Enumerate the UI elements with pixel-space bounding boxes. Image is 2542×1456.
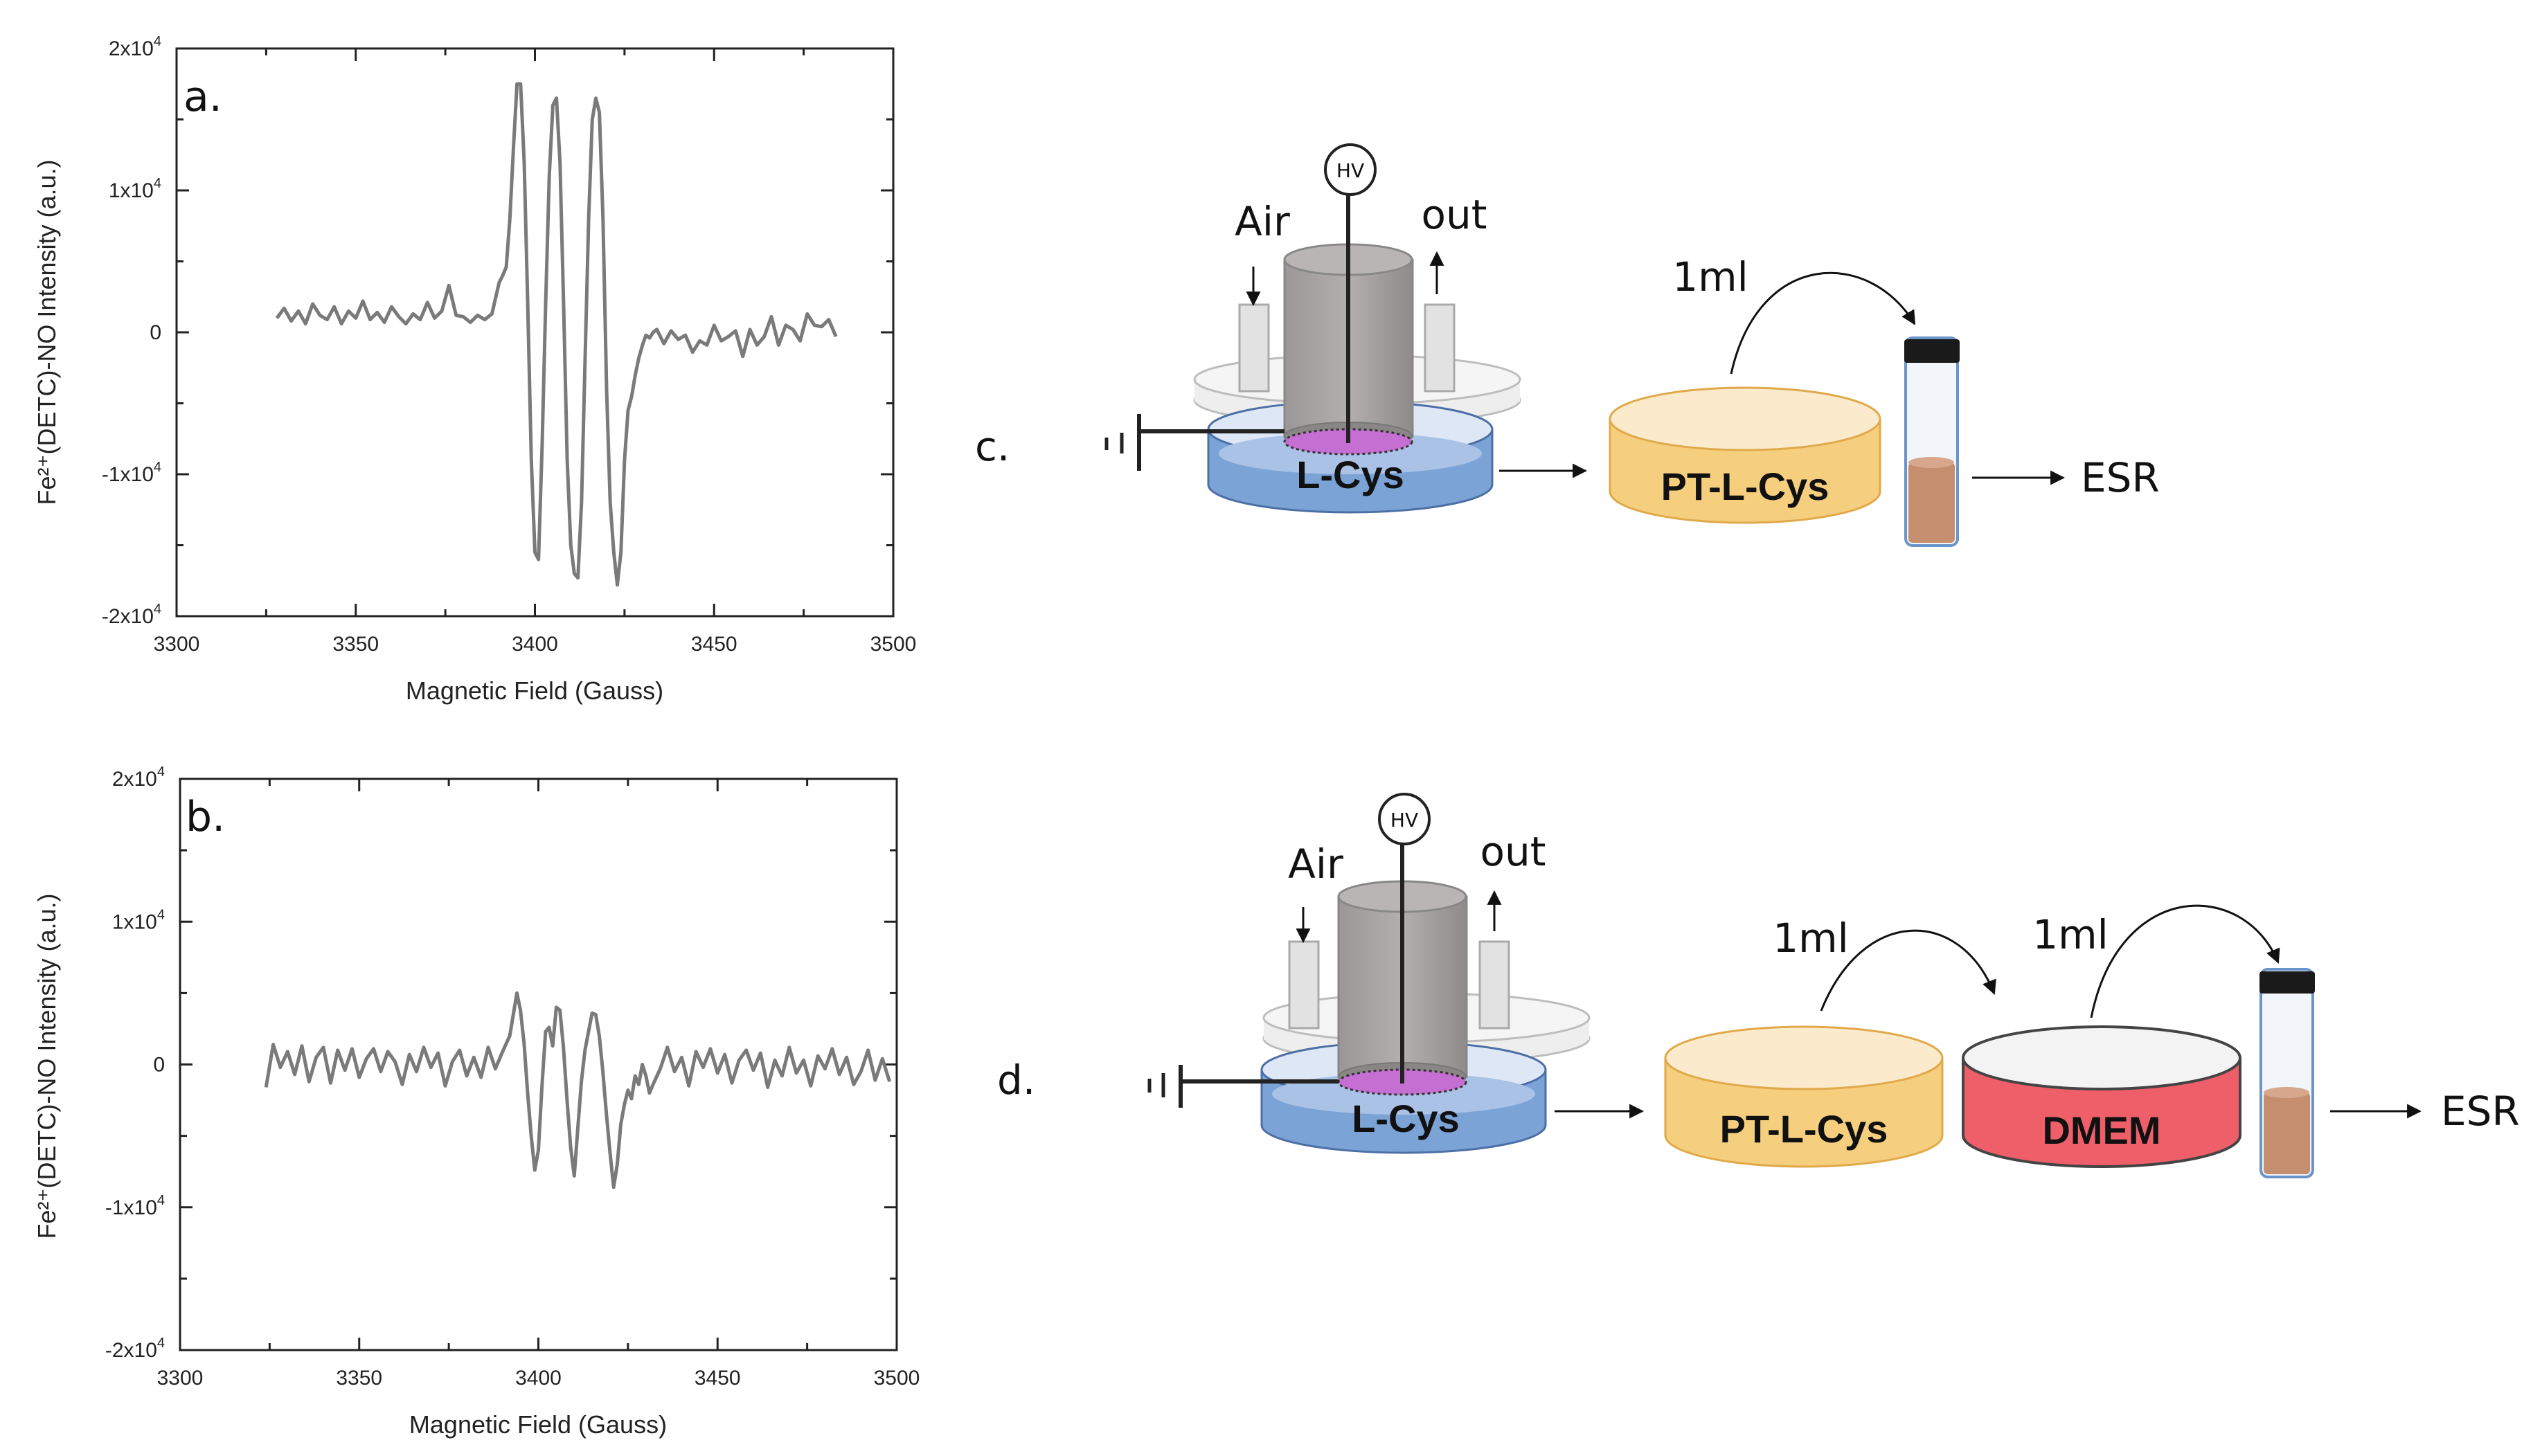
y-axis-ticks: 2x104 1x104 0 -1x104 -2x104 <box>102 34 893 628</box>
gas-outlet-tube <box>1424 303 1456 393</box>
y-tick-label: -2x104 <box>105 1336 165 1362</box>
y-tick-label: -1x104 <box>105 1193 165 1219</box>
esr-trace-b <box>264 991 892 1189</box>
out-label: out <box>1422 191 1487 238</box>
air-label: Air <box>1235 198 1290 245</box>
panel-label-c: c. <box>975 423 1010 470</box>
y-tick-label: 0 <box>150 321 161 344</box>
gas-outlet-tube <box>1478 940 1510 1030</box>
y-tick-label: -1x104 <box>102 460 161 486</box>
plot-frame <box>179 778 898 1351</box>
chart-a: 3300 3350 3400 3450 3500 2x104 1x104 0 -1x104 -2… <box>33 34 916 705</box>
x-tick-label: 3300 <box>157 1367 204 1390</box>
x-tick-label: 3450 <box>695 1367 741 1390</box>
esr-vial <box>2259 968 2315 1178</box>
vessel-label: L-Cys <box>1296 453 1404 496</box>
x-tick-label: 3350 <box>332 633 379 656</box>
x-tick-label: 3300 <box>154 633 200 656</box>
hv-source-icon <box>1378 793 1431 845</box>
x-tick-label: 3400 <box>512 633 558 656</box>
esr-label: ESR <box>2441 1088 2520 1135</box>
pt-l-cys-dish: PT-L-Cys <box>1664 1025 1944 1168</box>
x-tick-label: 3400 <box>515 1367 562 1390</box>
hv-label: HV <box>1336 159 1364 182</box>
diagram-d: d. HV L-Cys Air out <box>997 793 2520 1178</box>
dish-label: PT-L-Cys <box>1661 465 1829 508</box>
dish2-label: DMEM <box>2042 1108 2160 1152</box>
y-tick-label: -2x104 <box>102 602 161 628</box>
dish-label: PT-L-Cys <box>1720 1107 1888 1151</box>
transfer-arrow <box>1730 271 1916 375</box>
x-axis-label-a: Magnetic Field (Gauss) <box>406 676 663 705</box>
x-axis-label-b: Magnetic Field (Gauss) <box>409 1410 667 1439</box>
vial-cap <box>2259 971 2315 994</box>
transfer-arrow-1 <box>1820 929 1996 1012</box>
panel-label-b: b. <box>186 793 225 841</box>
diagram-c: c. HV L-Cys Air <box>975 143 2160 547</box>
y-tick-label: 0 <box>153 1054 165 1077</box>
out-label: out <box>1480 828 1546 875</box>
hv-label: HV <box>1390 809 1418 832</box>
y-tick-label: 1x104 <box>112 907 165 933</box>
x-axis-ticks: 3300 3350 3400 3450 3500 <box>154 48 917 656</box>
x-tick-label: 3500 <box>870 633 917 656</box>
transfer-label-1: 1ml <box>1773 915 1849 962</box>
x-tick-label: 3500 <box>874 1367 920 1390</box>
esr-vial <box>1904 336 1960 547</box>
y-axis-label-a: Fe²⁺(DETC)-NO Intensity (a.u.) <box>33 159 61 505</box>
y-tick-label: 1x104 <box>109 176 161 202</box>
x-tick-label: 3350 <box>336 1367 382 1390</box>
air-inlet-tube <box>1288 940 1320 1030</box>
x-axis-ticks: 3300 3350 3400 3450 3500 <box>157 779 920 1390</box>
plasma-reactor: HV L-Cys <box>1104 143 1521 514</box>
transfer-arrow-2 <box>2090 904 2280 1018</box>
esr-trace-a <box>275 82 838 587</box>
panel-label-d: d. <box>997 1057 1035 1104</box>
pt-l-cys-dish: PT-L-Cys <box>1609 386 1881 524</box>
air-inlet-tube <box>1238 303 1270 393</box>
y-tick-label: 2x104 <box>109 34 161 60</box>
panel-label-a: a. <box>184 73 222 121</box>
vial-cap <box>1904 339 1960 363</box>
esr-label: ESR <box>2081 454 2160 501</box>
transfer-label-2: 1ml <box>2032 911 2109 958</box>
hv-source-icon <box>1324 143 1377 196</box>
y-tick-label: 2x104 <box>112 764 165 791</box>
y-axis-ticks: 2x104 1x104 0 -1x104 -2x104 <box>105 764 897 1362</box>
x-tick-label: 3450 <box>691 633 737 656</box>
chart-b: 3300 3350 3400 3450 3500 2x104 1x104 0 -1x104 -2… <box>33 764 920 1439</box>
air-label: Air <box>1288 841 1343 888</box>
dmem-dish: DMEM <box>1962 1025 2241 1168</box>
plasma-reactor: HV L-Cys <box>1147 793 1591 1154</box>
vessel-label: L-Cys <box>1352 1097 1460 1140</box>
transfer-label: 1ml <box>1672 253 1748 300</box>
y-axis-label-b: Fe²⁺(DETC)-NO Intensity (a.u.) <box>33 893 61 1239</box>
